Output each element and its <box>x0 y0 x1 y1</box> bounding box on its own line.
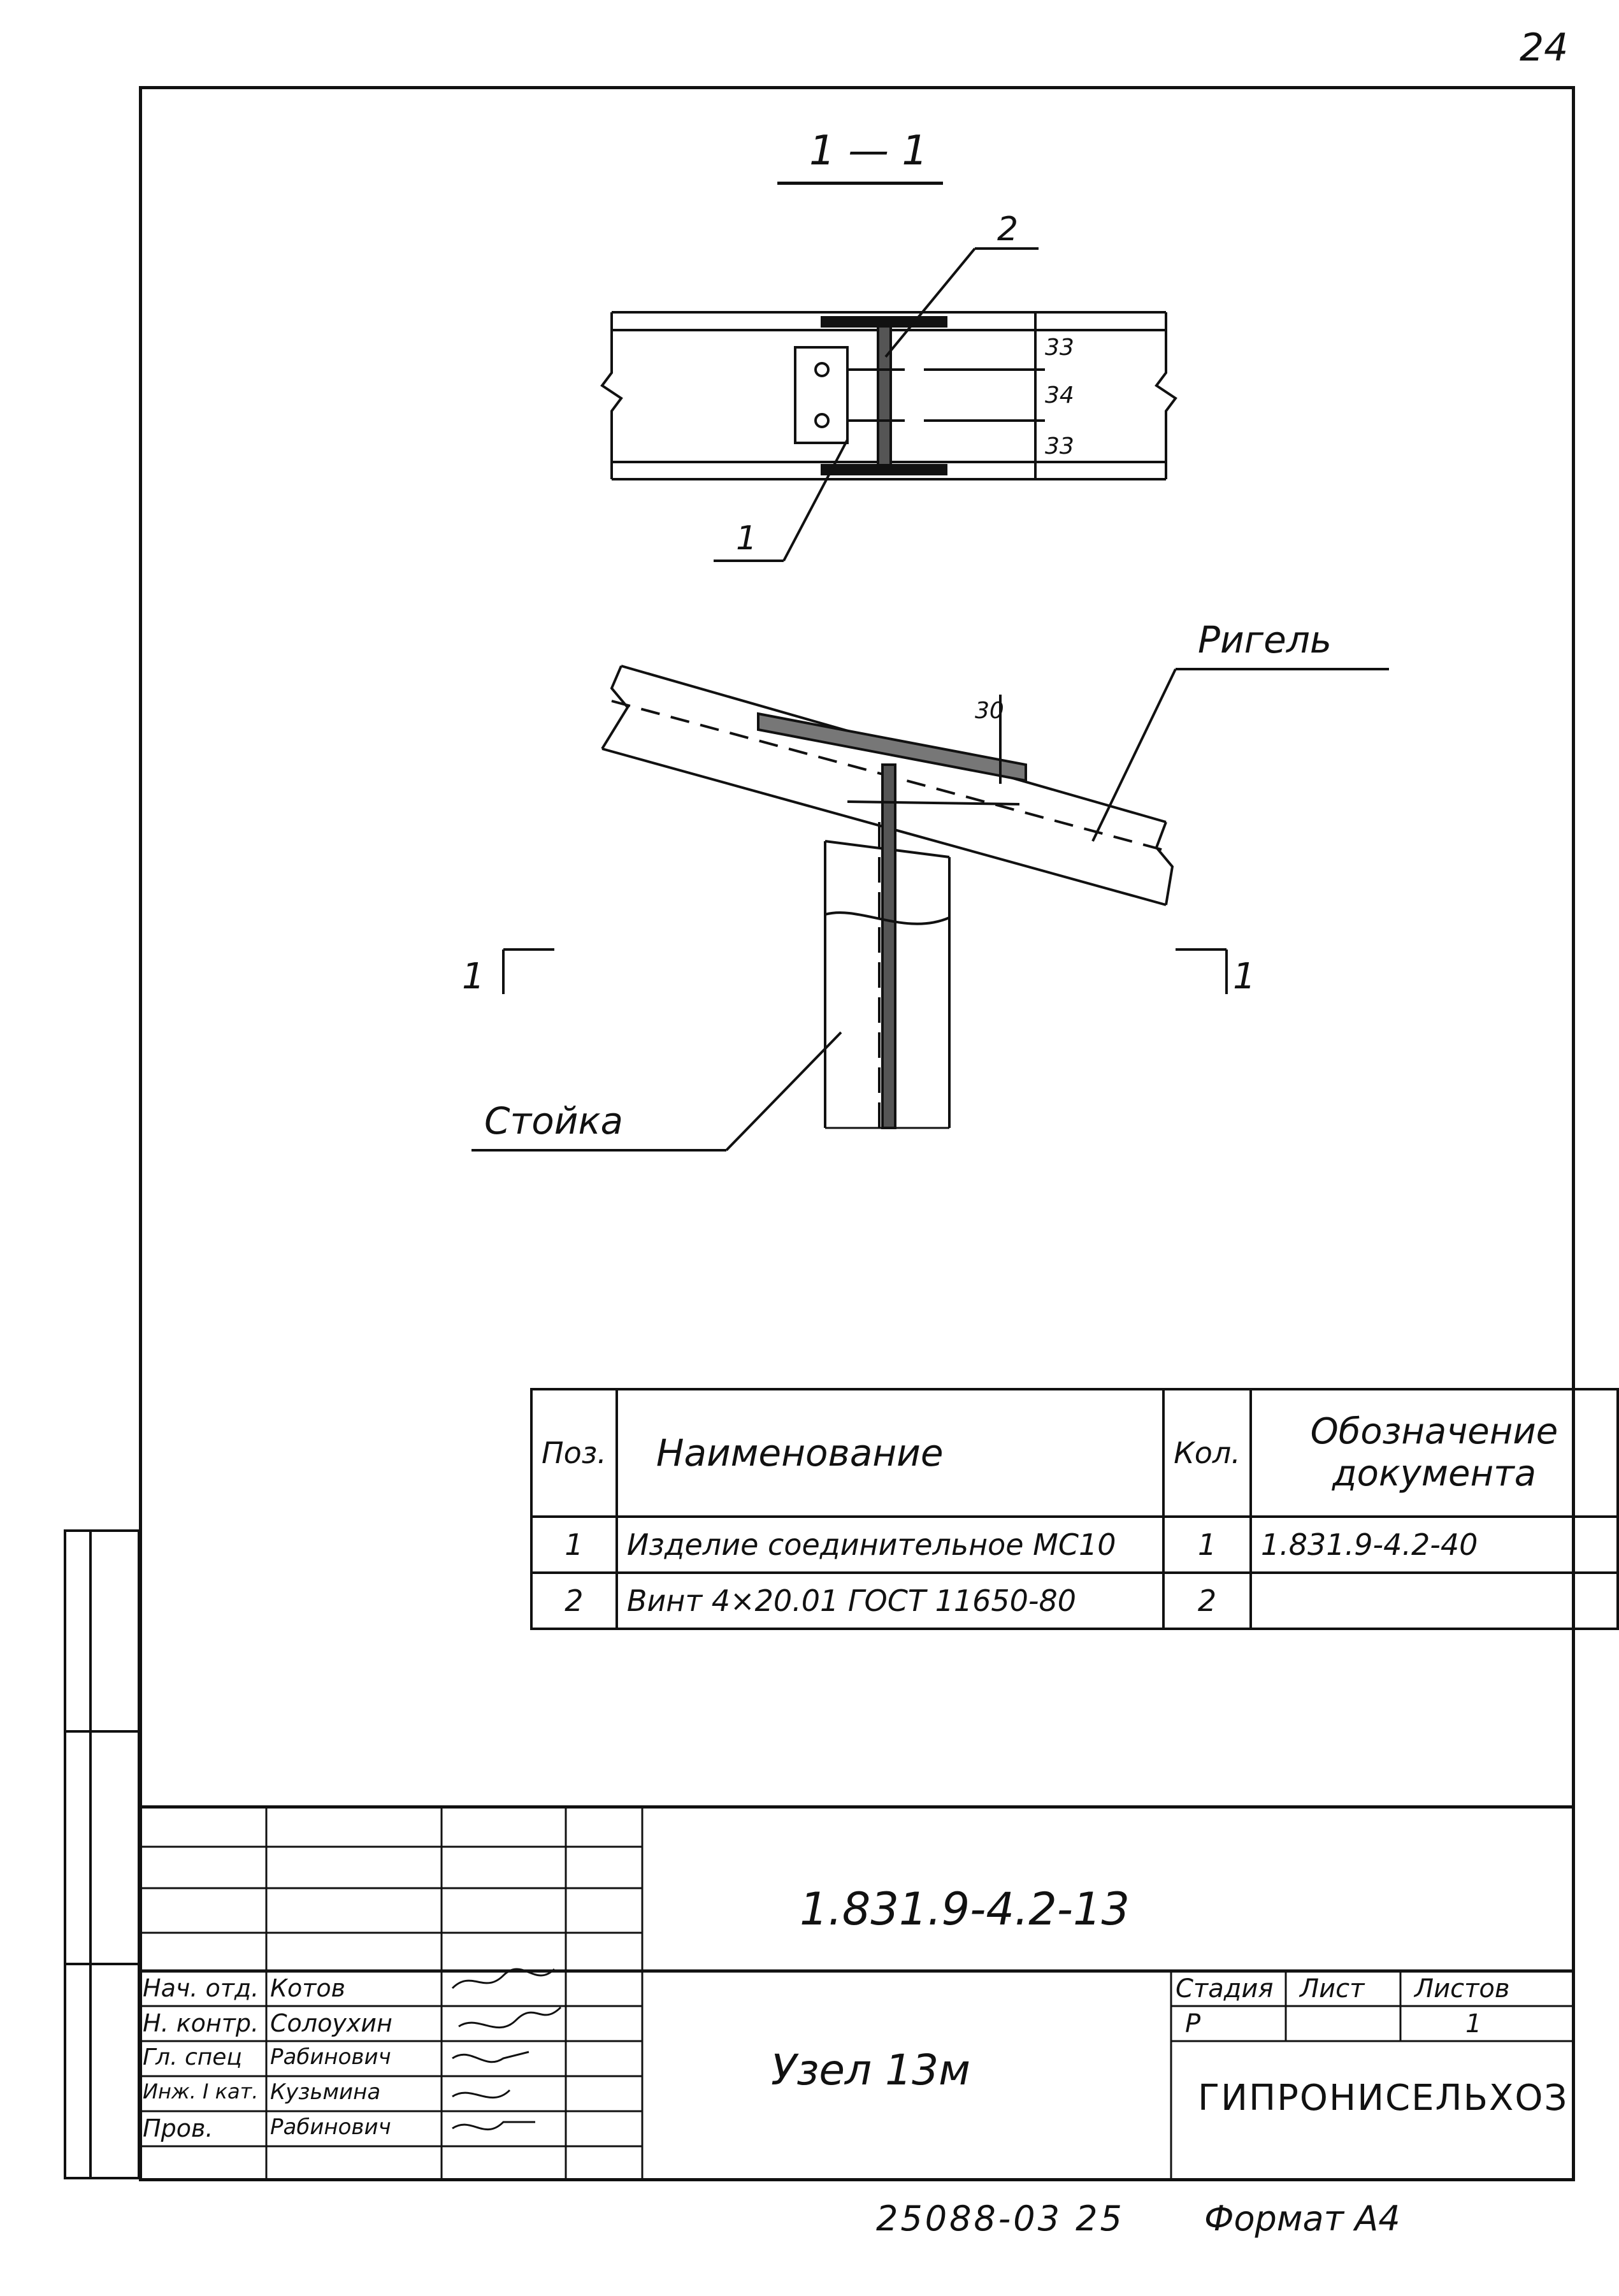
section-view <box>600 247 1177 562</box>
callout-1: 1 <box>736 519 758 558</box>
staff-name: Кузьмина <box>270 2079 381 2105</box>
spec-row-name: Изделие соединительное МС10 <box>615 1515 1165 1574</box>
label-stoika: Стойка <box>484 1099 624 1143</box>
staff-role: Гл. спец <box>143 2044 242 2070</box>
spec-header-row: Поз. Наименование Кол. Обозначение докум… <box>530 1388 1619 1518</box>
drawing-frame <box>139 86 1575 2181</box>
staff-name: Солоухин <box>270 2009 392 2037</box>
footer-format: Формат А4 <box>1204 2199 1400 2239</box>
stage-value: Р <box>1185 2009 1201 2039</box>
title-block <box>139 1805 1575 2184</box>
spec-header-qty: Кол. <box>1162 1388 1252 1518</box>
drawing-title: Узел 13м <box>771 2046 970 2095</box>
section-label: 1 — 1 <box>809 127 928 175</box>
organization-name: ГИПРОНИСЕЛЬХОЗ <box>1198 2077 1569 2119</box>
staff-role: Инж. I кат. <box>143 2079 259 2104</box>
title-block-grid <box>139 1805 1575 2181</box>
sheets-value: 1 <box>1465 2009 1482 2039</box>
staff-name: Рабинович <box>270 2044 391 2070</box>
spec-row: 1 Изделие соединительное МС10 1 1.831.9-… <box>530 1515 1619 1574</box>
spec-row-pos: 1 <box>530 1515 618 1574</box>
spec-row-qty: 2 <box>1162 1571 1252 1630</box>
footer-number: 25088-03 25 <box>876 2199 1125 2239</box>
spec-row-doc: 1.831.9-4.2-40 <box>1249 1515 1619 1574</box>
cut-label-right: 1 <box>1233 956 1256 997</box>
side-strip-divider <box>89 1529 92 2179</box>
spec-row-name: Винт 4×20.01 ГОСТ 11650-80 <box>615 1571 1165 1630</box>
spec-header-pos: Поз. <box>530 1388 618 1518</box>
staff-name: Котов <box>270 1974 346 2002</box>
callout-2: 2 <box>997 210 1019 249</box>
dim-top: 33 <box>1045 335 1074 361</box>
stage-header: Стадия <box>1176 1974 1274 2004</box>
staff-name: Рабинович <box>270 2114 391 2140</box>
staff-role: Нач. отд. <box>143 1974 259 2002</box>
label-rigel: Ригель <box>1198 618 1332 661</box>
dim-middle: 34 <box>1045 382 1074 408</box>
signatures <box>451 1968 562 2130</box>
page-number: 24 <box>1520 25 1569 70</box>
section-label-underline <box>777 182 943 185</box>
dim-bottom: 33 <box>1045 433 1074 459</box>
spec-row-doc <box>1249 1571 1619 1630</box>
dim-flange-offset: 30 <box>975 698 1004 724</box>
document-designation: 1.831.9-4.2-13 <box>800 1883 1130 1935</box>
side-strip <box>64 1529 140 2179</box>
specification-table: Поз. Наименование Кол. Обозначение докум… <box>530 1388 1619 1630</box>
staff-role: Н. контр. <box>143 2009 259 2037</box>
sheets-header: Листов <box>1414 1974 1510 2004</box>
spec-header-doc-line2: документа <box>1332 1453 1537 1494</box>
spec-header-doc: Обозначение документа <box>1249 1388 1619 1518</box>
sheet-header: Лист <box>1300 1974 1365 2004</box>
side-strip-divider-h2 <box>64 1963 140 1965</box>
cut-label-left: 1 <box>462 956 485 997</box>
spec-header-doc-line1: Обозначение <box>1310 1411 1558 1452</box>
spec-row: 2 Винт 4×20.01 ГОСТ 11650-80 2 <box>530 1571 1619 1630</box>
side-strip-divider-h <box>64 1730 140 1733</box>
spec-header-name: Наименование <box>615 1388 1165 1518</box>
spec-row-pos: 2 <box>530 1571 618 1630</box>
spec-row-qty: 1 <box>1162 1515 1252 1574</box>
staff-role: Пров. <box>143 2114 213 2142</box>
elevation-view <box>471 665 1389 1152</box>
